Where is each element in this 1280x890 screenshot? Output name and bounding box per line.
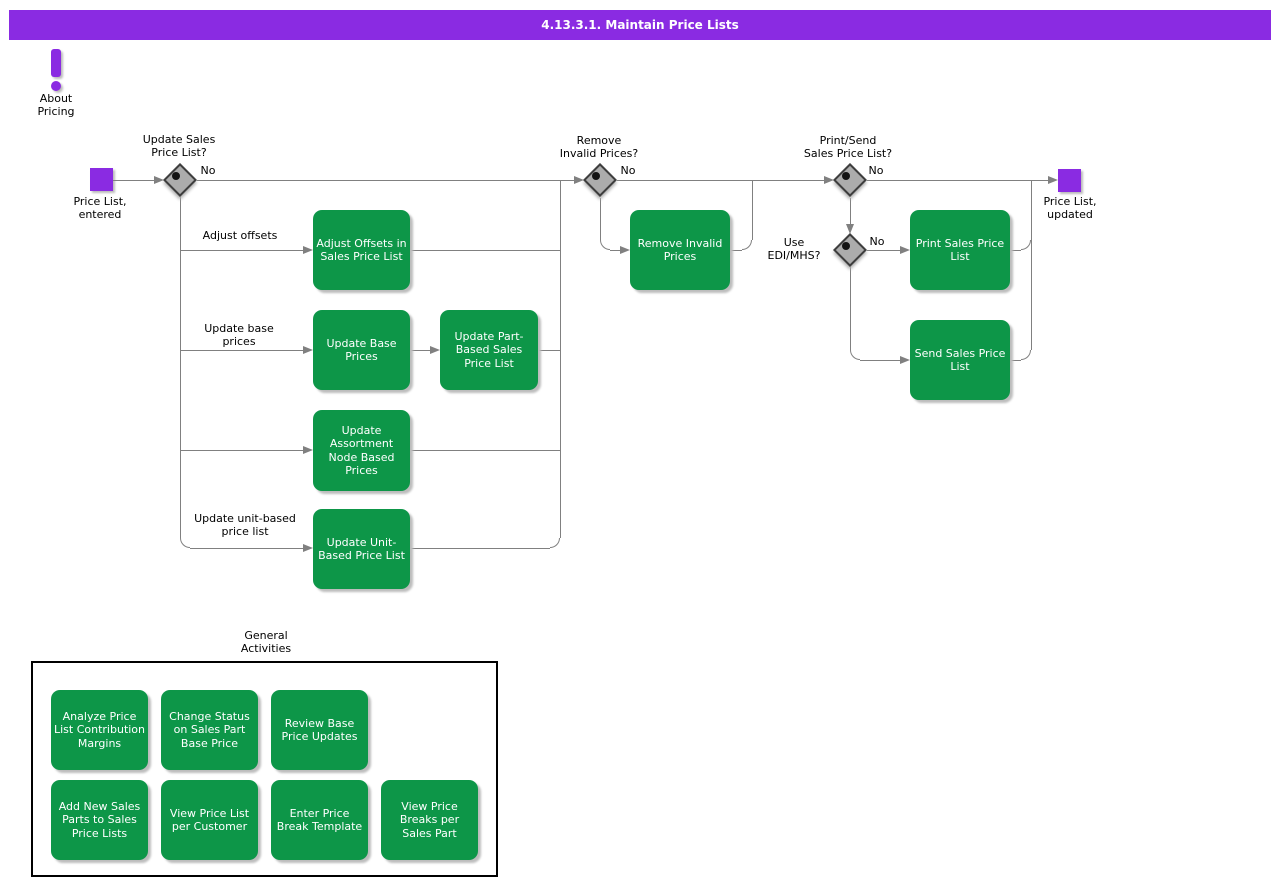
decision-no-label: No bbox=[620, 164, 636, 177]
connector bbox=[550, 538, 560, 548]
arrowhead-icon bbox=[303, 544, 313, 552]
arrowhead-icon bbox=[900, 356, 910, 364]
connector bbox=[539, 350, 560, 351]
branch-label-adjust-offsets: Adjust offsets bbox=[202, 229, 278, 242]
decision-remove-invalid-prices bbox=[583, 163, 617, 197]
arrowhead-icon bbox=[824, 176, 834, 184]
decision-no-label: No bbox=[200, 164, 216, 177]
about-pricing-exclamation-dot-icon[interactable] bbox=[51, 81, 61, 91]
connector bbox=[1021, 240, 1031, 250]
end-node-label: Price List, updated bbox=[1043, 195, 1097, 221]
connector bbox=[600, 240, 610, 250]
connector bbox=[742, 240, 752, 250]
connector bbox=[181, 350, 303, 351]
connector bbox=[113, 180, 154, 181]
activity-send-sales-price-list[interactable]: Send Sales Price List bbox=[910, 320, 1010, 400]
activity-review-base-price-updates[interactable]: Review Base Price Updates bbox=[271, 690, 368, 770]
about-pricing-exclamation-icon[interactable] bbox=[51, 49, 61, 77]
connector bbox=[1031, 181, 1032, 350]
connector bbox=[180, 197, 181, 538]
connector bbox=[411, 548, 550, 549]
arrowhead-icon bbox=[1048, 176, 1058, 184]
branch-label-update-base-prices: Update base prices bbox=[204, 322, 274, 348]
arrowhead-icon bbox=[620, 246, 630, 254]
decision-question-label: Print/Send Sales Price List? bbox=[803, 134, 893, 160]
decision-no-label: No bbox=[869, 235, 885, 248]
connector bbox=[190, 548, 303, 549]
activity-remove-invalid-prices[interactable]: Remove Invalid Prices bbox=[630, 210, 730, 290]
end-node-price-list-updated bbox=[1058, 169, 1081, 192]
about-pricing-label: About Pricing bbox=[37, 92, 75, 118]
connector bbox=[1011, 250, 1021, 251]
connector bbox=[850, 267, 851, 350]
connector bbox=[600, 198, 601, 240]
decision-ring-icon bbox=[172, 172, 180, 180]
connector bbox=[181, 250, 303, 251]
connector bbox=[197, 180, 574, 181]
arrowhead-icon bbox=[154, 176, 164, 184]
activity-update-unit-based-price-list[interactable]: Update Unit- Based Price List bbox=[313, 509, 410, 589]
connector bbox=[860, 360, 900, 361]
activity-change-status-on-sales-part-base-price[interactable]: Change Status on Sales Part Base Price bbox=[161, 690, 258, 770]
connector bbox=[867, 180, 1048, 181]
decision-ring-icon bbox=[592, 172, 600, 180]
connector bbox=[1021, 350, 1031, 360]
decision-print-send-sales-price-list bbox=[833, 163, 867, 197]
activity-update-assortment-node-based-prices[interactable]: Update Assortment Node Based Prices bbox=[313, 410, 410, 491]
activity-update-base-prices[interactable]: Update Base Prices bbox=[313, 310, 410, 390]
decision-question-label: Remove Invalid Prices? bbox=[559, 134, 639, 160]
connector bbox=[411, 450, 560, 451]
connector bbox=[617, 180, 824, 181]
decision-ring-icon bbox=[842, 242, 850, 250]
activity-update-part-based-sales-price-list[interactable]: Update Part- Based Sales Price List bbox=[440, 310, 538, 390]
decision-question-label: Update Sales Price List? bbox=[142, 133, 216, 159]
activity-add-new-sales-parts-to-sales-price-lists[interactable]: Add New Sales Parts to Sales Price Lists bbox=[51, 780, 148, 860]
activity-view-price-list-per-customer[interactable]: View Price List per Customer bbox=[161, 780, 258, 860]
arrowhead-icon bbox=[900, 246, 910, 254]
decision-question-label: Use EDI/MHS? bbox=[767, 236, 821, 262]
connector bbox=[867, 250, 900, 251]
activity-enter-price-break-template[interactable]: Enter Price Break Template bbox=[271, 780, 368, 860]
connector bbox=[850, 198, 851, 224]
decision-ring-icon bbox=[842, 172, 850, 180]
decision-use-edi-mhs bbox=[833, 233, 867, 267]
connector bbox=[560, 181, 561, 538]
connector bbox=[1011, 360, 1021, 361]
arrowhead-icon bbox=[574, 176, 584, 184]
start-node-label: Price List, entered bbox=[73, 195, 127, 221]
start-node-price-list-entered bbox=[90, 168, 113, 191]
connector bbox=[411, 350, 430, 351]
activity-print-sales-price-list[interactable]: Print Sales Price List bbox=[910, 210, 1010, 290]
general-activities-label: General Activities bbox=[240, 629, 292, 655]
arrowhead-icon bbox=[303, 446, 313, 454]
connector bbox=[180, 538, 190, 548]
arrowhead-icon bbox=[846, 224, 854, 234]
page-title: 4.13.3.1. Maintain Price Lists bbox=[541, 18, 739, 32]
activity-analyze-price-list-contribution-margins[interactable]: Analyze Price List Contribution Margins bbox=[51, 690, 148, 770]
arrowhead-icon bbox=[303, 246, 313, 254]
decision-update-sales-price-list bbox=[163, 163, 197, 197]
connector bbox=[731, 250, 742, 251]
connector bbox=[610, 250, 620, 251]
branch-label-update-unit-based: Update unit-based price list bbox=[194, 512, 296, 538]
activity-adjust-offsets-in-sales-price-list[interactable]: Adjust Offsets in Sales Price List bbox=[313, 210, 410, 290]
connector bbox=[752, 181, 753, 240]
connector bbox=[411, 250, 560, 251]
decision-no-label: No bbox=[868, 164, 884, 177]
arrowhead-icon bbox=[303, 346, 313, 354]
connector bbox=[181, 450, 303, 451]
connector bbox=[850, 350, 860, 360]
activity-view-price-breaks-per-sales-part[interactable]: View Price Breaks per Sales Part bbox=[381, 780, 478, 860]
arrowhead-icon bbox=[430, 346, 440, 354]
diagram-title-bar: 4.13.3.1. Maintain Price Lists bbox=[9, 10, 1271, 40]
